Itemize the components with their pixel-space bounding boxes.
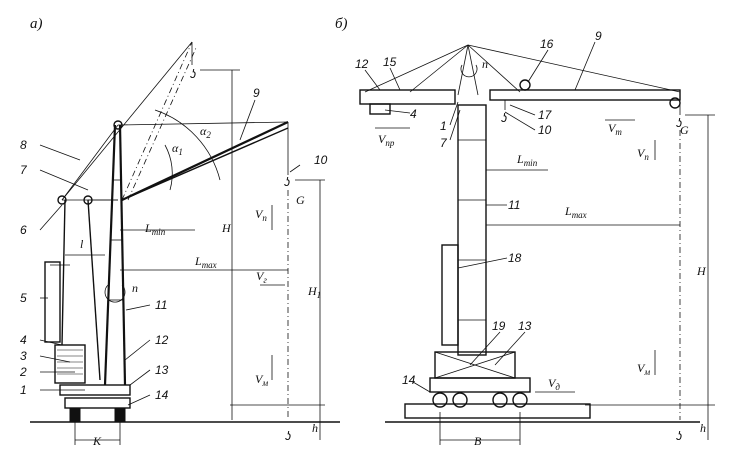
angle-alpha1 [164,144,173,191]
vpr-label: Vпр [378,132,395,148]
tower-11 [457,104,487,356]
rope-upper [61,41,193,201]
outrigger-left-a [69,407,81,423]
h-label-b: H [696,264,707,278]
chassis-a [64,397,131,409]
g-label-a: G [296,193,305,207]
lmax-label-a: Lmax [194,254,217,270]
callout-b-13: 13 [518,319,532,333]
callout-a-13: 13 [155,363,169,377]
angle-alpha2 [154,109,221,181]
svg-text:ʖ: ʖ [501,111,507,125]
hook-a: ʖ [284,175,290,189]
g-label-b: G [680,123,689,137]
k-label: K [92,434,102,448]
outrigger-right-a [114,407,126,423]
callout-a-3: 3 [20,349,27,363]
counter-jib-a [44,261,61,343]
callout-b-15: 15 [383,55,397,69]
counterweight-a [54,344,86,384]
mast-right-a [118,124,127,386]
n-label-b: n [482,57,488,71]
rail-base-b [404,403,591,419]
callout-b-12: 12 [355,57,369,71]
lmin-label-a: Lmin [144,221,166,237]
callout-b-10: 10 [538,123,552,137]
callout-b-18: 18 [508,251,522,265]
jib-b [489,89,681,101]
callout-b-1: 1 [440,119,447,133]
h1-label: H1 [307,284,321,300]
hook-b: ʖ [676,116,682,130]
rope-8 [61,124,119,201]
callout-a-8: 8 [20,138,27,152]
vt-label: Vт [608,121,622,137]
callout-b-19: 19 [492,319,506,333]
lmax-label-b: Lmax [564,204,587,220]
callout-a-10: 10 [314,153,328,167]
panel-label-a: а) [30,16,43,32]
callout-a-4: 4 [20,333,27,347]
l-small-label: l [80,237,84,251]
callout-b-14: 14 [402,373,416,387]
alpha1-label: α1 [172,141,183,157]
tie-rope [467,44,681,93]
svg-text:ʖ: ʖ [285,429,291,443]
gantry-right [87,199,101,381]
svg-text:ʖ: ʖ [676,429,682,443]
vm-label-b: Vм [637,361,650,377]
callout-a-12: 12 [155,333,169,347]
callout-a-14: 14 [155,388,169,402]
gantry-left [61,199,66,346]
jib-9 [121,121,289,201]
cabin-18 [441,244,459,346]
callout-a-1: 1 [20,383,27,397]
mast-left-a [103,124,117,386]
h-low-label-b: h [700,421,706,435]
counter-jib-b [359,89,456,105]
callout-b-17: 17 [538,108,553,122]
ballast-b [434,351,516,379]
vm-label-a: Vм [255,372,268,388]
callout-b-16: 16 [540,37,554,51]
vp-label-b: Vп [637,146,649,162]
crane-a: ʖ ʖ ʖ [19,41,340,448]
callout-b-4: 4 [410,107,417,121]
vg-label-a: Vг [256,269,267,285]
lmin-label-b: Lmin [516,152,538,168]
n-label-a: n [132,281,138,295]
callout-a-6: 6 [20,223,27,237]
crane-b: ʖ ʖ ʖ 1 [355,29,715,448]
vp-label-a: Vп [255,207,267,223]
alpha2-label: α2 [200,124,211,140]
jib-raised [121,41,193,201]
callout-b-7: 7 [440,136,448,150]
h-low-label-a: h [312,421,318,435]
undercarriage-b [429,377,531,393]
callout-a-2: 2 [19,365,27,379]
h-label-a: H [221,221,232,235]
b-label: B [474,434,482,448]
callout-b-11: 11 [508,198,520,212]
svg-text:ʖ: ʖ [190,67,196,81]
callout-a-7: 7 [20,163,28,177]
callout-a-11: 11 [155,298,167,312]
callout-a-5: 5 [20,291,27,305]
callout-b-9: 9 [595,29,602,43]
panel-label-b: б) [335,16,348,32]
callout-a-9: 9 [253,86,260,100]
vd-label: Vд [548,376,560,392]
